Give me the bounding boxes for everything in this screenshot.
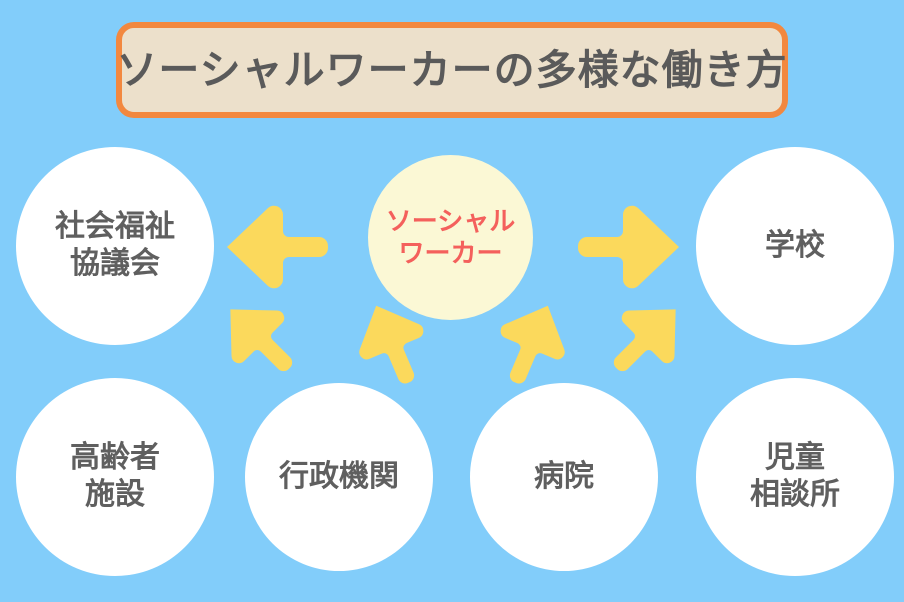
page-title: ソーシャルワーカーの多様な働き方: [116, 46, 788, 93]
node-label-gakko: 学校: [765, 228, 825, 262]
node-gyosei-kikan: 行政機関: [245, 383, 433, 571]
node-koreisha-shisetsu: 高齢者 施設: [16, 378, 214, 576]
title-banner: ソーシャルワーカーの多様な働き方: [116, 22, 788, 118]
arrow-left-icon: [224, 203, 328, 291]
arrow-right-icon: [578, 203, 682, 291]
node-label-byoin: 病院: [534, 459, 594, 493]
node-label-shakai-fukushi-kyogikai: 社会福祉 協議会: [55, 210, 175, 280]
arrow-down-left-icon: [340, 289, 444, 398]
node-shakai-fukushi-kyogikai: 社会福祉 協議会: [16, 147, 214, 345]
arrow-down-right-icon: [590, 281, 705, 396]
node-byoin: 病院: [470, 383, 658, 571]
node-jido-sodanjo: 児童 相談所: [696, 378, 894, 576]
arrow-down-right-icon: [480, 289, 584, 398]
node-label-jido-sodanjo: 児童 相談所: [750, 441, 840, 511]
center-node-label: ソーシャル ワーカー: [385, 205, 516, 268]
arrow-down-left-icon: [202, 281, 317, 396]
node-label-gyosei-kikan: 行政機関: [279, 459, 399, 493]
node-label-koreisha-shisetsu: 高齢者 施設: [70, 441, 160, 511]
center-node-social-worker: ソーシャル ワーカー: [368, 155, 533, 320]
node-gakko: 学校: [696, 147, 894, 345]
